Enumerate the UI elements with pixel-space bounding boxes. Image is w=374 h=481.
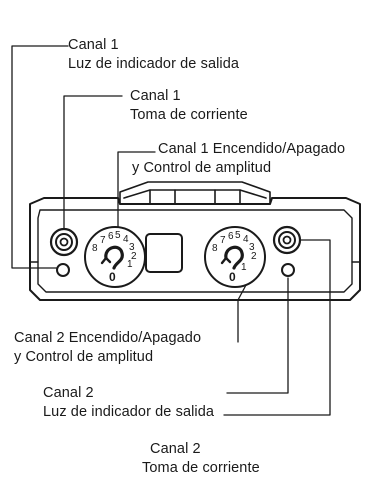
callout-ch2-power-jack: Canal 2 Toma de corriente — [142, 440, 260, 478]
dial-number: 5 — [115, 230, 121, 241]
leader-ch2-jack — [223, 239, 331, 416]
ch2-power-jack — [272, 225, 302, 255]
dial-number: 3 — [129, 242, 135, 253]
leader-ch1-dial — [117, 151, 156, 227]
leader-ch2-light — [226, 277, 289, 394]
leader-ch1-jack — [63, 95, 123, 229]
callout-ch2-output-light-line2: Luz de indicador de salida — [43, 404, 215, 420]
dial-number: 1 — [241, 262, 247, 273]
center-window — [145, 233, 183, 273]
device-handle — [119, 181, 271, 205]
dial-number: 0 — [229, 270, 236, 284]
dial-number: 6 — [108, 231, 114, 242]
callout-ch1-amplitude-control-line2: y Control de amplitud — [132, 160, 272, 176]
callout-ch2-amplitude-control: Canal 2 Encendido/Apagado y Control de a… — [14, 329, 201, 367]
dial-number: 8 — [212, 243, 218, 254]
dial-number: 0 — [109, 270, 116, 284]
callout-ch1-output-light: Canal 1 Luz de indicador de salida — [68, 36, 239, 74]
callout-ch2-power-jack-line2: Toma de corriente — [142, 460, 260, 476]
callout-ch1-output-light-line2: Luz de indicador de salida — [68, 56, 240, 72]
device-body — [29, 197, 361, 301]
leader-ch1-light — [11, 45, 69, 269]
dial-number: 7 — [220, 235, 226, 246]
ch1-power-jack — [49, 227, 79, 257]
dial-number: 2 — [251, 251, 257, 262]
callout-ch2-output-light: Canal 2 Luz de indicador de salida — [43, 384, 214, 422]
dial-number: 8 — [92, 243, 98, 254]
leader-ch2-dial — [237, 284, 247, 343]
ch1-amplitude-dial — [84, 226, 146, 288]
leader-lines — [11, 45, 331, 416]
callout-ch2-amplitude-control-line2: y Control de amplitud — [14, 349, 154, 365]
callout-ch1-amplitude-control: Canal 1 Encendido/Apagado y Control de a… — [132, 140, 346, 178]
ch2-amplitude-dial — [204, 226, 266, 288]
ch2-output-light — [281, 263, 295, 277]
callout-ch1-power-jack-line2: Toma de corriente — [130, 107, 248, 123]
callout-ch1-power-jack-line1: Canal 1 — [130, 88, 181, 104]
ch1-output-light — [56, 263, 70, 277]
dial-number: 1 — [127, 259, 133, 270]
dial-number: 6 — [228, 231, 234, 242]
dial-number: 3 — [249, 242, 255, 253]
callout-ch2-power-jack-line1: Canal 2 — [150, 441, 201, 457]
dial-number: 2 — [131, 251, 137, 262]
dial-number: 5 — [235, 230, 241, 241]
callout-ch1-power-jack: Canal 1 Toma de corriente — [130, 87, 248, 125]
callout-ch2-output-light-line1: Canal 2 — [43, 385, 94, 401]
dial-number: 4 — [123, 234, 129, 245]
callout-ch2-amplitude-control-line1: Canal 2 Encendido/Apagado — [14, 330, 202, 346]
dial-number: 7 — [100, 235, 106, 246]
dial-number: 4 — [243, 234, 249, 245]
callout-ch1-output-light-line1: Canal 1 — [68, 37, 119, 53]
callout-ch1-amplitude-control-line1: Canal 1 Encendido/Apagado — [158, 141, 346, 157]
